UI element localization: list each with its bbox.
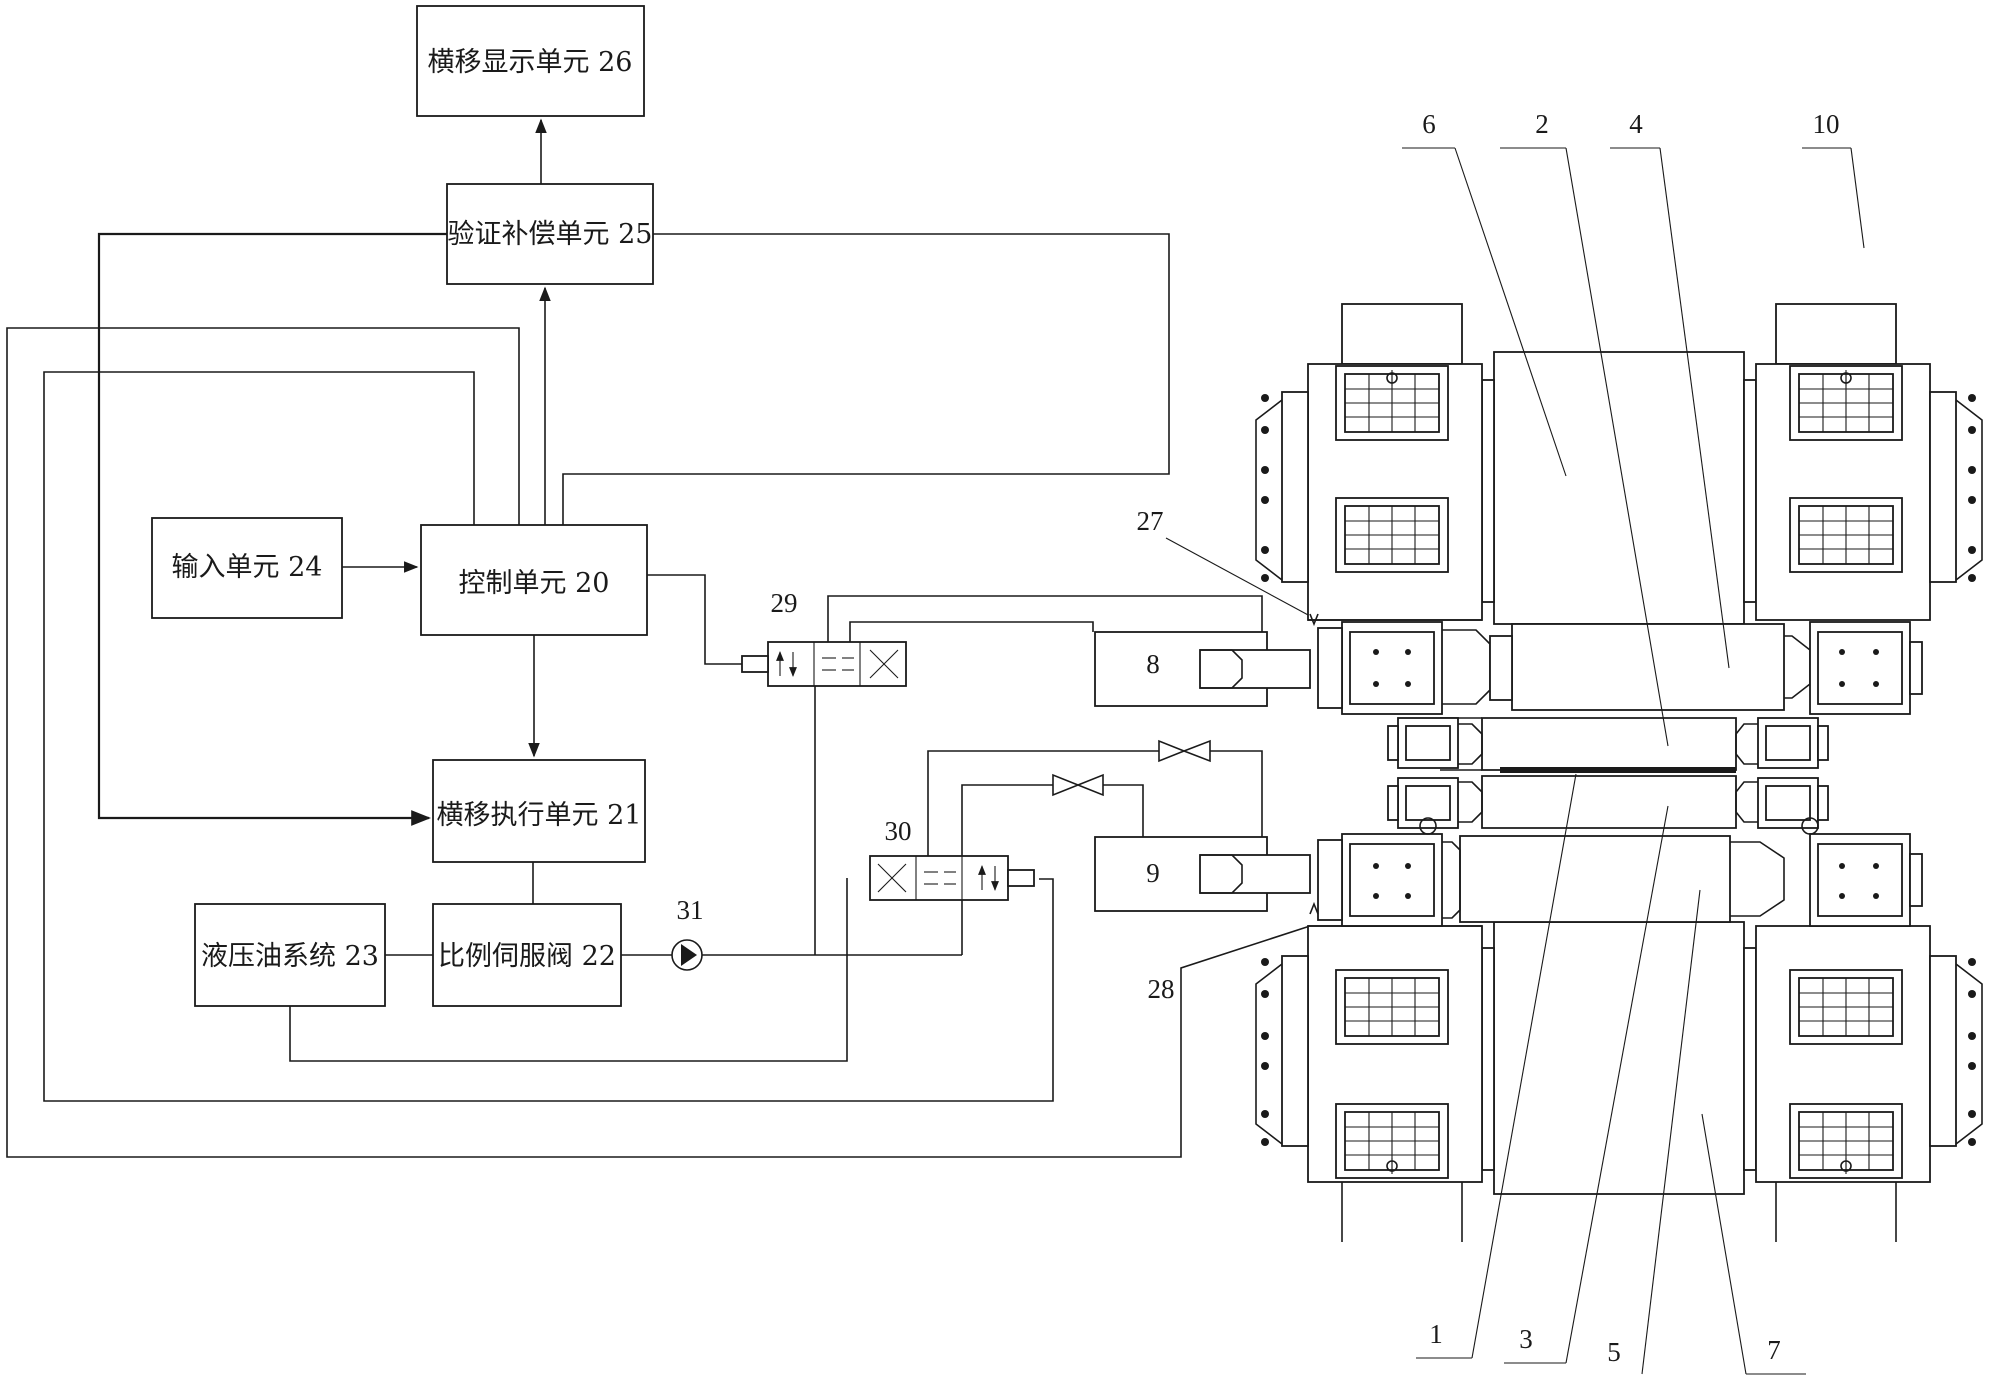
chock-bottom-right (1755, 925, 1983, 1242)
roll-5 (1317, 833, 1923, 927)
line-30-to-9-c (961, 784, 1053, 856)
sensor-28 (1309, 901, 1319, 915)
pump-31-label: 31 (677, 895, 704, 925)
roll-3 (1387, 775, 1829, 835)
line-25-to-21 (97, 232, 447, 826)
servo-label: 比例伺服阀 22 (438, 941, 616, 972)
throttle-valve-lower (1052, 773, 1104, 797)
verify-unit-label: 验证补偿单元 25 (448, 219, 653, 250)
roll-labels: 6 2 4 10 1 3 5 7 (1402, 109, 1865, 1375)
line-25-to-sensor (562, 233, 1170, 525)
execute-unit-21: 横移执行单元 21 (432, 759, 646, 863)
cylinder-8-label: 8 (1146, 649, 1160, 679)
chock-top-left (1255, 303, 1483, 621)
feedback-loop-30 (43, 371, 1054, 1102)
cylinder-9-label: 9 (1146, 858, 1160, 888)
label-7: 7 (1767, 1335, 1781, 1365)
chock-top-right (1755, 303, 1983, 621)
servo-valve-22: 比例伺服阀 22 (432, 903, 622, 1007)
cylinder-8: 8 (1094, 631, 1311, 707)
label-3: 3 (1519, 1324, 1533, 1354)
roll-6 (1493, 351, 1745, 625)
label-1: 1 (1429, 1319, 1443, 1349)
cylinder-9: 9 (1094, 836, 1311, 912)
throttle-valve-upper (1158, 739, 1211, 763)
feedback-loop-28 (6, 327, 1311, 1158)
roll-4 (1317, 621, 1923, 715)
hydraulic-oil-system-23: 液压油系统 23 (194, 903, 386, 1007)
control-unit-label: 控制单元 20 (459, 568, 610, 599)
directional-valve-29: 29 (741, 588, 907, 687)
control-unit-20: 控制单元 20 (420, 524, 648, 636)
line-30-to-9-a (927, 750, 1159, 856)
pump-31: 31 (621, 895, 704, 971)
control-system: 横移显示单元 26 验证补偿单元 25 输入单元 24 控制单元 20 横移执行… (6, 5, 1311, 1158)
input-unit-24: 输入单元 24 (151, 517, 343, 619)
line-30-to-9-d (1103, 784, 1144, 837)
phi-symbols (1386, 370, 1852, 1174)
display-unit-26: 横移显示单元 26 (416, 5, 645, 117)
sensor-28-label: 28 (1148, 974, 1175, 1004)
input-unit-label: 输入单元 24 (172, 552, 323, 583)
label-10: 10 (1813, 109, 1840, 139)
line-29-to-cylinder-8 (849, 621, 1094, 642)
verify-compensation-unit-25: 验证补偿单元 25 (446, 183, 654, 285)
window-grids (1345, 374, 1893, 1170)
roll-7 (1493, 921, 1745, 1195)
label-4: 4 (1629, 109, 1643, 139)
sensor-27-label: 27 (1137, 506, 1164, 536)
rolling-mill-stand (1255, 303, 1983, 1242)
valve-29-label: 29 (771, 588, 798, 618)
valve-30-label: 30 (885, 816, 912, 846)
hydraulic-label: 液压油系统 23 (201, 941, 379, 972)
chock-bottom-left (1255, 925, 1483, 1242)
directional-valve-30: 30 (869, 816, 1035, 901)
label-6: 6 (1422, 109, 1436, 139)
hydraulic-return-line (289, 878, 848, 1062)
line-29-to-cylinder-8-top (827, 595, 1263, 642)
execute-unit-label: 横移执行单元 21 (437, 800, 642, 831)
label-5: 5 (1607, 1337, 1621, 1367)
bolts (1261, 394, 1976, 1146)
sensor-27 (1309, 613, 1319, 627)
sensor-27-leader (1165, 537, 1311, 617)
line-30-to-9-b (1210, 750, 1263, 837)
label-2: 2 (1535, 109, 1549, 139)
display-unit-label: 横移显示单元 26 (428, 47, 633, 78)
line-20-to-29 (647, 574, 742, 665)
roll-2 (1387, 717, 1829, 773)
